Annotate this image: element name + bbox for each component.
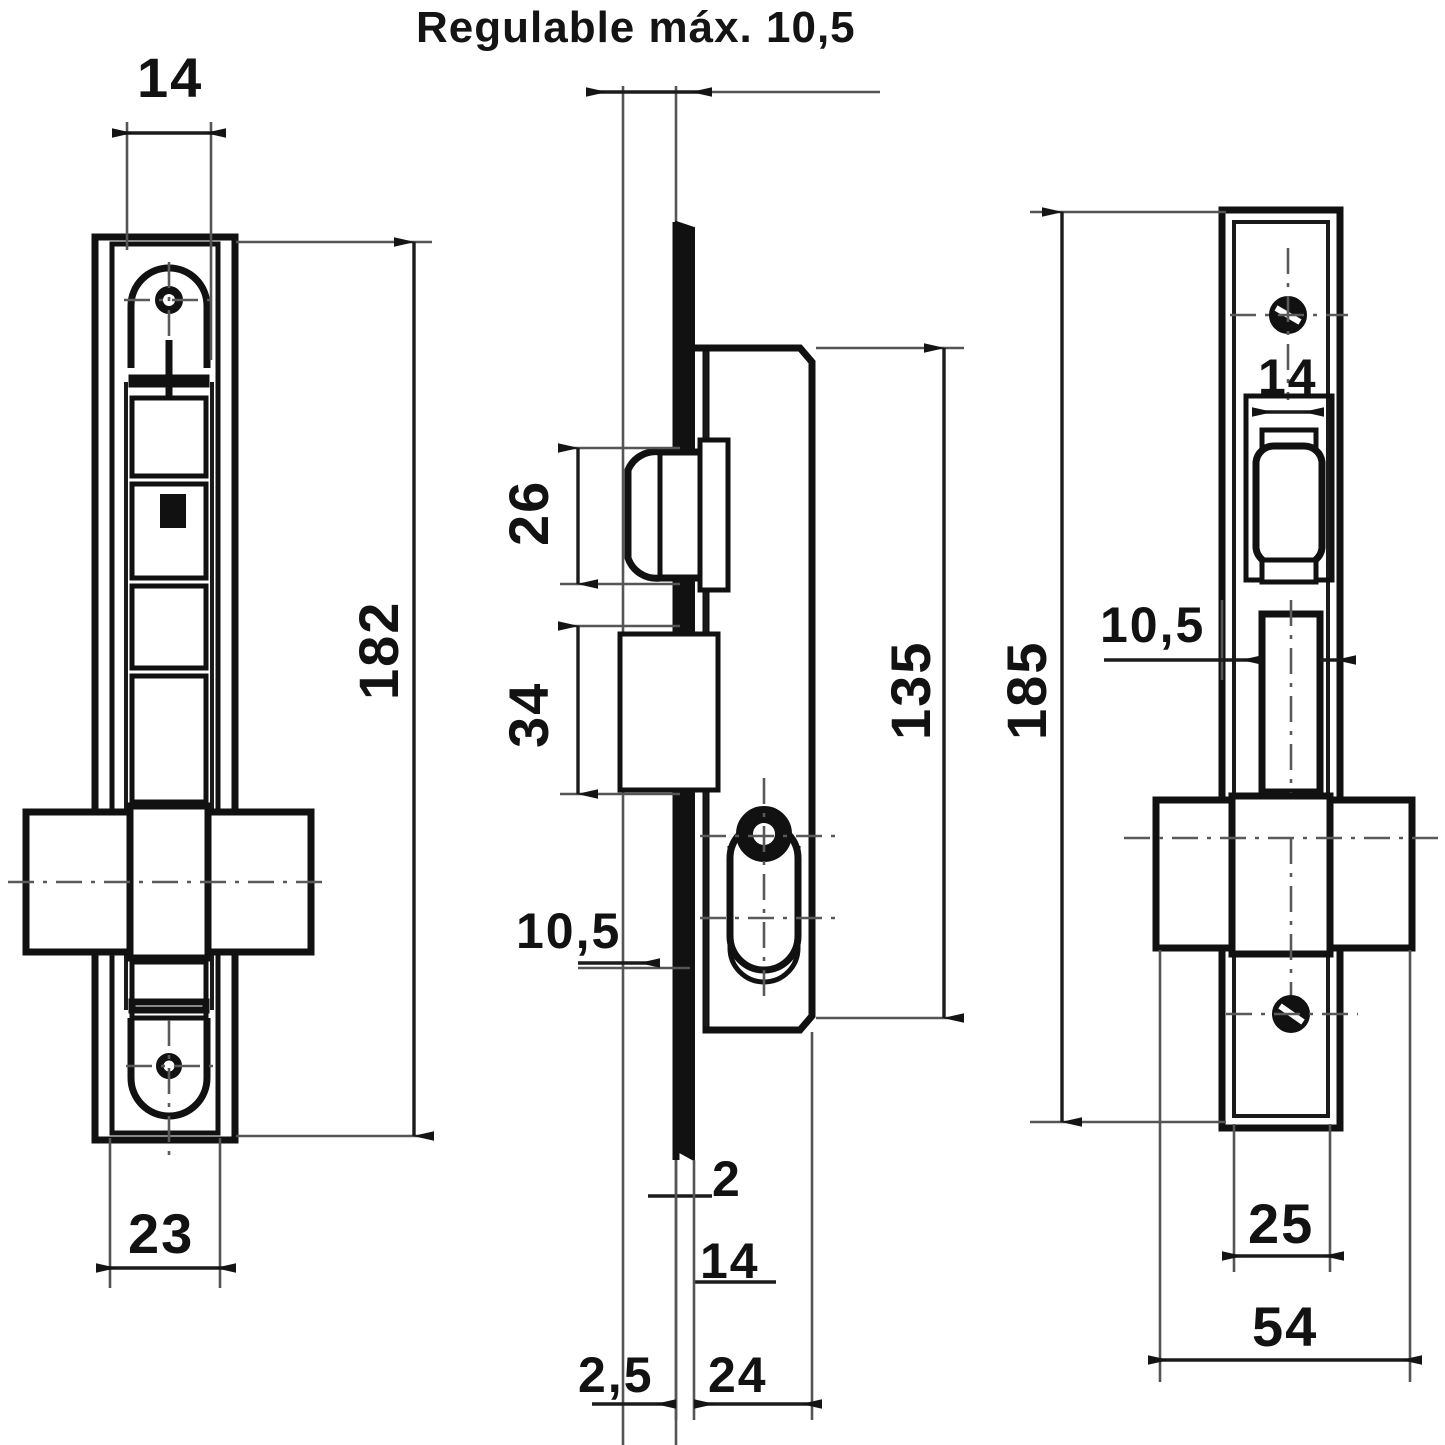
- drawing-title: Regulable máx. 10,5: [416, 3, 856, 52]
- dim-label-26: 26: [497, 480, 560, 546]
- dim-label-25-mid: 2,5: [578, 1347, 654, 1403]
- bottom-screw-hole: [126, 1020, 214, 1160]
- rear-plate-view: 14 10,5: [995, 206, 1444, 1382]
- keyway-marker: [160, 494, 186, 528]
- dim-faceplate-width-14: 14: [112, 46, 226, 360]
- inner-block-3: [129, 583, 209, 671]
- dim-label-24: 24: [708, 1347, 768, 1403]
- dim-label-14-mid: 14: [700, 1233, 760, 1289]
- dim-label-54: 54: [1252, 1295, 1318, 1358]
- dim-label-185: 185: [995, 641, 1058, 740]
- cylinder-keyhole-side: [700, 778, 836, 1000]
- dim-185: 185: [995, 207, 1226, 1127]
- dim-label-105-right: 10,5: [1100, 597, 1205, 653]
- case-body-profile: [694, 344, 816, 1034]
- inner-rib-1: [128, 374, 210, 388]
- dim-26: 26: [497, 443, 680, 589]
- side-section-view: 26 34 10,5 135: [497, 86, 964, 1445]
- dim-label-25-right: 25: [1248, 1192, 1314, 1255]
- rear-top-screw: [1230, 248, 1348, 400]
- dim-label-105-mid: 10,5: [516, 903, 621, 959]
- rear-bottom-screw: [1226, 995, 1358, 1033]
- dim-2-and-14: 2 14: [648, 1151, 776, 1289]
- inner-block-1: [129, 395, 209, 479]
- rear-latch-shape: [1252, 427, 1326, 585]
- dim-105-mid: 10,5: [516, 903, 690, 970]
- dim-label-34: 34: [497, 682, 560, 748]
- dim-14-rear: 14: [1252, 349, 1324, 417]
- inner-block-4: [129, 673, 209, 805]
- follower-slot-side: [617, 631, 721, 793]
- dim-135: 135: [816, 343, 964, 1023]
- dim-label-135: 135: [879, 641, 942, 740]
- dim-25-and-24: 2,5 24: [578, 1032, 822, 1420]
- rear-bolt-left: [1152, 796, 1242, 952]
- rear-bolt-core: [1228, 792, 1334, 958]
- dim-case-width-23: 23: [96, 1138, 236, 1288]
- front-face-view: 14 182 23: [8, 46, 434, 1288]
- latch-bolt-side: [624, 437, 731, 593]
- rear-bolt-right: [1322, 796, 1416, 952]
- dim-34: 34: [497, 621, 680, 799]
- inner-rib-2: [128, 998, 210, 1014]
- dim-54: 54: [1148, 950, 1422, 1382]
- dim-label-182: 182: [347, 601, 410, 700]
- dim-25-right: 25: [1222, 1124, 1344, 1272]
- dim-overall-length-182: 182: [236, 237, 434, 1141]
- dim-label-2: 2: [712, 1151, 742, 1207]
- dim-label-14-left: 14: [137, 46, 203, 109]
- dim-105-right: 10,5: [1100, 597, 1356, 680]
- case-outline: [109, 241, 221, 1136]
- rear-plate-inner: [1232, 220, 1330, 1118]
- dim-label-23: 23: [128, 1202, 194, 1265]
